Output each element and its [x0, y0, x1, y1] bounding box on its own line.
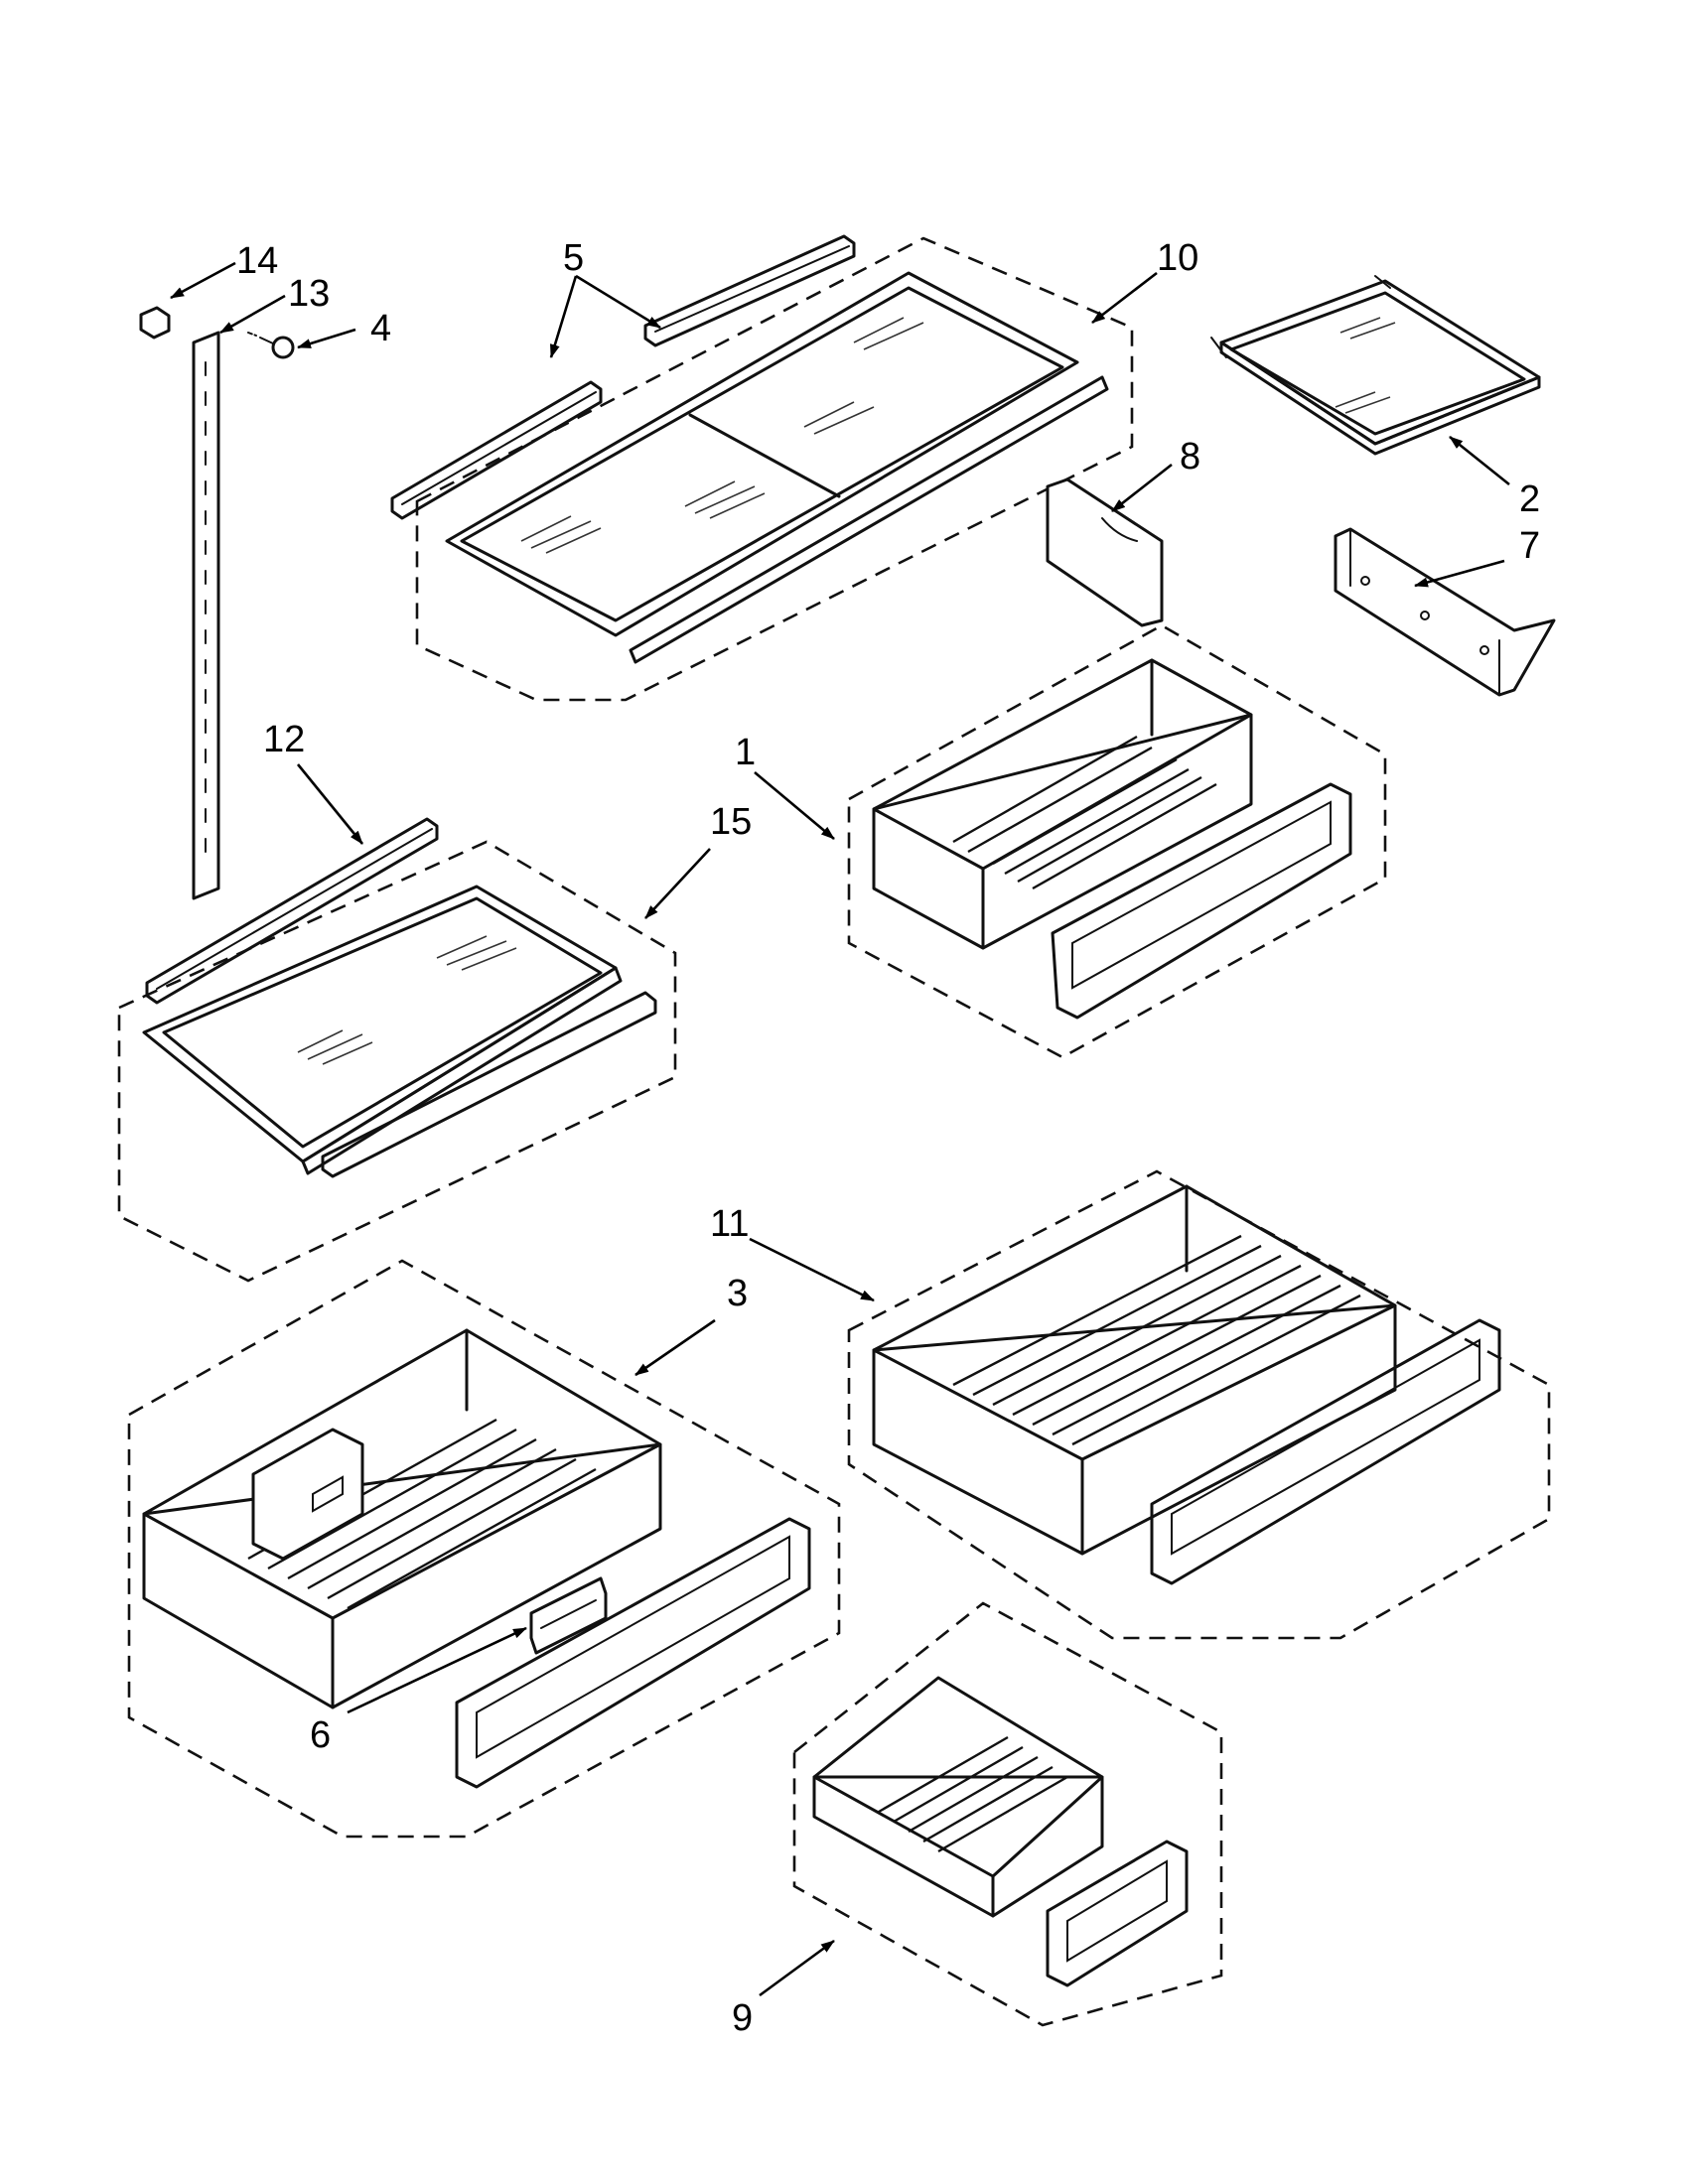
dashed-group-outline: [415, 236, 1134, 702]
drawer-assembly-group-9: [792, 1601, 1223, 2027]
callout-7: 7: [1519, 525, 1540, 567]
shelf-rail-5a: [390, 380, 603, 520]
channel-7: [1334, 527, 1556, 697]
drawer-handle-recess: [1171, 1338, 1480, 1556]
shelf-frame-inner: [162, 896, 603, 1149]
drawer-bin-rim: [872, 713, 1253, 871]
drawer-bin-rim: [142, 1442, 662, 1620]
callout-13: 13: [288, 273, 330, 315]
ladder-cap-14: [139, 306, 171, 340]
dashed-group-outline: [847, 623, 1387, 1059]
drawer-ribs: [952, 1234, 1361, 1446]
slider-control-6: [529, 1576, 608, 1655]
drawer-handle-recess: [476, 1535, 790, 1759]
drawer-front-panel: [1150, 1318, 1501, 1585]
drawer-control-box: [251, 1428, 364, 1561]
leader-14: [170, 261, 236, 300]
leader-15: [644, 848, 711, 919]
dashed-group-outline: [117, 840, 677, 1283]
callout-15: 15: [710, 801, 752, 843]
callout-12: 12: [263, 719, 305, 760]
dashed-group-outline: [792, 1601, 1223, 2027]
drawer-assembly-group-1: [847, 623, 1387, 1059]
drawer-ribs: [952, 735, 1217, 890]
drawer-control-window: [312, 1475, 344, 1513]
callout-4: 4: [370, 308, 391, 349]
callout-labels: 14 13 4 5 10 8 2 7 1 12 15 11 3 6 9: [236, 237, 1540, 2039]
drawer-bin-rim: [812, 1775, 1104, 1878]
glass-reflection-marks: [520, 317, 924, 554]
shelf-assembly-group-15: [117, 840, 677, 1283]
callout-11: 11: [710, 1203, 749, 1245]
drawer-bin: [142, 1328, 662, 1709]
leader-10: [1091, 271, 1158, 325]
callout-6: 6: [310, 1714, 331, 1756]
leader-11: [749, 1237, 875, 1302]
callout-5: 5: [563, 237, 584, 279]
shelf-frame: [142, 885, 618, 1163]
drawer-front-panel: [1051, 782, 1352, 1020]
shelf-assembly-group-10: [415, 236, 1134, 702]
drawer-front-panel: [455, 1517, 811, 1789]
callout-2: 2: [1519, 478, 1540, 520]
shelf-frame: [445, 271, 1079, 637]
leader-5a: [549, 275, 578, 358]
drawer-bin: [812, 1676, 1104, 1918]
shelf-ladder-13: [192, 331, 220, 900]
dashed-group-outline: [127, 1259, 841, 1839]
shelf-divider: [688, 413, 841, 498]
front-trim: [301, 966, 623, 1175]
leader-1: [754, 771, 835, 840]
small-shelf-2: [1210, 275, 1541, 456]
leader-7: [1414, 559, 1505, 588]
callout-14: 14: [236, 240, 278, 282]
drawer-bin-rim: [872, 1303, 1397, 1461]
leader-6: [347, 1626, 527, 1714]
callout-9: 9: [732, 1997, 753, 2039]
drawer-assembly-group-3: [127, 1259, 841, 1839]
glass-reflection-marks: [1335, 317, 1396, 414]
leader-2: [1449, 435, 1510, 486]
drawer-bin: [872, 658, 1253, 950]
glass-reflection-marks: [297, 935, 517, 1065]
leader-9: [759, 1939, 835, 1997]
shelf-frame-inner: [460, 286, 1064, 622]
drawer-handle-recess: [1071, 800, 1332, 990]
divider-8: [1046, 478, 1164, 627]
callout-3: 3: [727, 1273, 748, 1314]
shelf-rail-5b: [643, 234, 856, 347]
drawer-handle-recess: [1066, 1859, 1168, 1963]
leader-5b: [575, 274, 661, 330]
callout-1: 1: [735, 732, 756, 773]
leader-13: [219, 294, 286, 335]
shelf-rail-12: [145, 817, 439, 1005]
leader-8: [1111, 463, 1173, 513]
callout-8: 8: [1180, 436, 1200, 478]
drawer-ribs: [878, 1735, 1068, 1853]
callout-10: 10: [1157, 237, 1198, 279]
screw-4: [247, 332, 295, 359]
drawer-assembly-group-11: [847, 1169, 1551, 1640]
leader-4: [297, 328, 356, 349]
leader-3: [634, 1318, 716, 1377]
front-trim: [629, 375, 1109, 664]
drawer-front-panel: [1046, 1840, 1189, 1987]
leader-lines: [170, 261, 1510, 1997]
leader-12: [296, 763, 364, 845]
shelf-rail-front-15: [321, 991, 657, 1178]
